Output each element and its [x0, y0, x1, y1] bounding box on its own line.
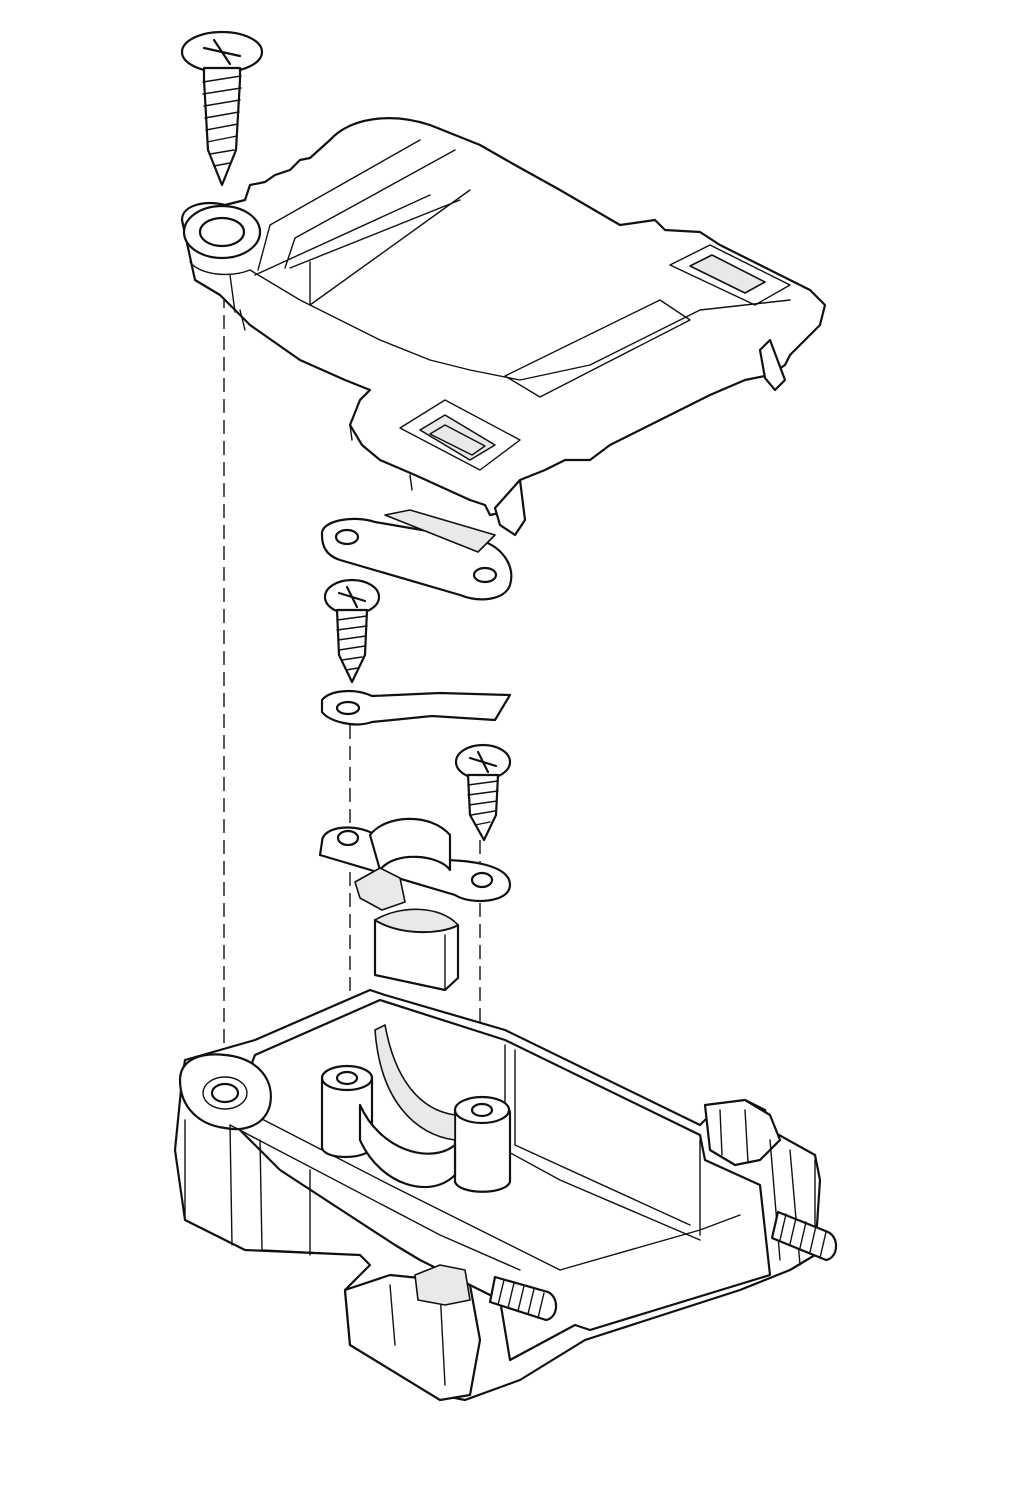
- strain-relief-plate: [320, 509, 513, 601]
- jack-screw-front: [488, 1275, 558, 1322]
- cover-screw: [180, 30, 264, 187]
- bottom-housing: [173, 988, 822, 1402]
- ground-strap: [320, 690, 512, 726]
- top-cover: [180, 117, 827, 537]
- clamp-screw-right: [454, 743, 512, 842]
- jack-screw-right: [770, 1210, 838, 1262]
- clamp-screw-left: [323, 578, 381, 684]
- clamp-insert: [373, 908, 460, 992]
- cable-clamp: [318, 817, 512, 911]
